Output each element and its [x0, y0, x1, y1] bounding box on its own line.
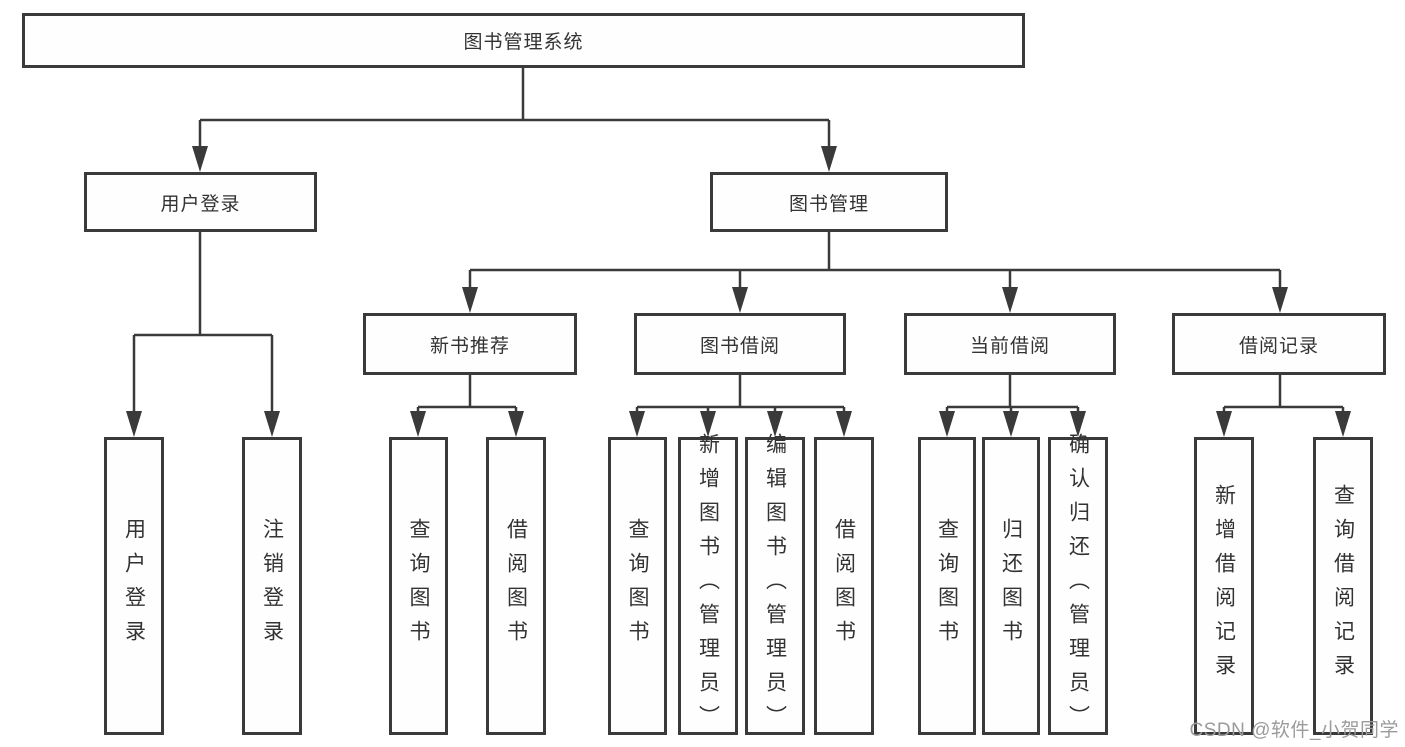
node-leaf-bb-add-book-label: 新增图书（管理员） [696, 433, 720, 739]
node-new-book-rec: 新书推荐 [363, 313, 577, 375]
node-book-mgmt-label: 图书管理 [788, 193, 869, 215]
node-leaf-cb-return-book: 归还图书 [982, 437, 1040, 735]
node-borrow-record: 借阅记录 [1172, 313, 1386, 375]
node-book-borrow-label: 图书借阅 [699, 335, 780, 357]
node-leaf-user-login-label: 用户登录 [122, 518, 146, 654]
node-leaf-bb-add-book: 新增图书（管理员） [678, 433, 738, 739]
node-leaf-nr-borrow-book: 借阅图书 [486, 437, 546, 735]
node-leaf-br-add-record-label: 新增借阅记录 [1212, 484, 1236, 688]
node-leaf-nr-borrow-book-label: 借阅图书 [504, 518, 528, 654]
node-leaf-cb-query-book-label: 查询图书 [935, 518, 959, 654]
node-leaf-br-query-record-label: 查询借阅记录 [1331, 484, 1355, 688]
node-leaf-bb-edit-book-label: 编辑图书（管理员） [763, 433, 787, 739]
node-leaf-bb-query-book: 查询图书 [608, 437, 667, 735]
node-leaf-cb-confirm-return-label: 确认归还（管理员） [1066, 433, 1090, 739]
node-leaf-cb-confirm-return: 确认归还（管理员） [1048, 433, 1108, 739]
node-leaf-br-query-record: 查询借阅记录 [1313, 437, 1373, 735]
node-user-login: 用户登录 [84, 172, 317, 232]
node-current-borrow: 当前借阅 [904, 313, 1116, 375]
node-new-book-rec-label: 新书推荐 [429, 335, 510, 357]
node-book-borrow: 图书借阅 [634, 313, 846, 375]
node-borrow-record-label: 借阅记录 [1238, 335, 1319, 357]
node-leaf-br-add-record: 新增借阅记录 [1194, 437, 1254, 735]
node-leaf-user-login: 用户登录 [104, 437, 164, 735]
node-leaf-nr-query-book: 查询图书 [389, 437, 448, 735]
arrowhead-icons [126, 146, 1351, 437]
node-leaf-nr-query-book-label: 查询图书 [407, 518, 430, 654]
node-leaf-bb-edit-book: 编辑图书（管理员） [745, 433, 805, 739]
node-leaf-logout-label: 注销登录 [260, 518, 284, 654]
node-current-borrow-label: 当前借阅 [969, 335, 1050, 357]
watermark: CSDN @软件_小贺同学 [1189, 720, 1399, 741]
node-leaf-bb-query-book-label: 查询图书 [626, 518, 649, 654]
node-leaf-cb-return-book-label: 归还图书 [999, 518, 1023, 654]
node-leaf-cb-query-book: 查询图书 [918, 437, 976, 735]
node-root: 图书管理系统 [22, 13, 1025, 68]
node-leaf-bb-borrow-book: 借阅图书 [814, 437, 874, 735]
node-leaf-logout: 注销登录 [242, 437, 302, 735]
node-book-mgmt: 图书管理 [710, 172, 948, 232]
node-root-label: 图书管理系统 [463, 32, 584, 53]
node-user-login-label: 用户登录 [160, 193, 241, 215]
node-leaf-bb-borrow-book-label: 借阅图书 [832, 518, 856, 654]
